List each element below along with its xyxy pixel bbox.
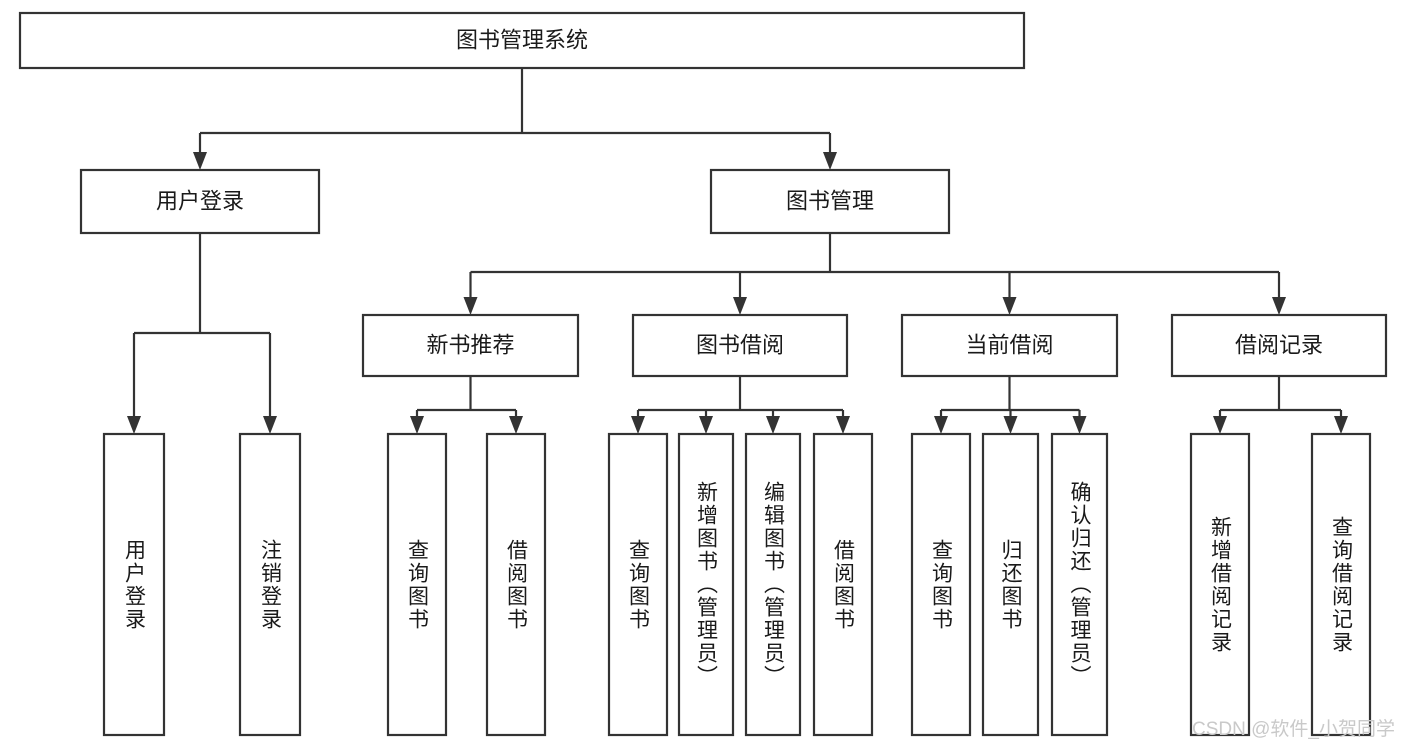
arrow-head-leaf-query-book-1 bbox=[410, 416, 424, 434]
arrow-head-book-borrow bbox=[733, 297, 747, 315]
arrow-head-leaf-logout bbox=[263, 416, 277, 434]
node-box-book-manage[interactable] bbox=[709, 168, 951, 235]
arrow-head-leaf-query-record bbox=[1334, 416, 1348, 434]
node-label-root: 图书管理系统 bbox=[456, 27, 588, 52]
node-box-new-book-recommend[interactable] bbox=[361, 313, 580, 378]
arrow-head-new-book-recommend bbox=[463, 297, 478, 315]
node-box-leaf-query-book-3[interactable] bbox=[910, 432, 972, 737]
arrow-head-leaf-user-login bbox=[127, 416, 141, 434]
watermark-text: CSDN @软件_小贺同学 bbox=[1192, 719, 1395, 740]
arrow-head-leaf-edit-book bbox=[766, 416, 780, 434]
node-label-borrow-record: 借阅记录 bbox=[1235, 332, 1323, 357]
arrow-head-leaf-borrow-book-1 bbox=[509, 416, 523, 434]
box-layer bbox=[18, 11, 1388, 737]
arrow-head-leaf-add-book bbox=[699, 416, 713, 434]
arrow-head-leaf-borrow-book-2 bbox=[836, 416, 850, 434]
arrow-head-leaf-add-record bbox=[1213, 416, 1227, 434]
node-label-book-borrow: 图书借阅 bbox=[696, 332, 784, 357]
node-box-leaf-edit-book[interactable] bbox=[744, 432, 802, 737]
arrow-head-leaf-confirm-return bbox=[1072, 416, 1087, 434]
arrow-head-leaf-query-book-3 bbox=[934, 416, 948, 434]
node-label-new-book-recommend: 新书推荐 bbox=[426, 332, 514, 357]
node-box-leaf-logout[interactable] bbox=[238, 432, 302, 737]
node-box-leaf-borrow-book-2[interactable] bbox=[812, 432, 874, 737]
node-box-leaf-add-record[interactable] bbox=[1189, 432, 1251, 737]
node-box-leaf-add-book[interactable] bbox=[677, 432, 735, 737]
node-box-borrow-record[interactable] bbox=[1170, 313, 1388, 378]
node-box-leaf-user-login[interactable] bbox=[102, 432, 166, 737]
arrow-head-user-login bbox=[193, 152, 207, 170]
node-box-current-borrow[interactable] bbox=[900, 313, 1119, 378]
node-label-user-login: 用户登录 bbox=[156, 188, 244, 213]
arrow-head-book-manage bbox=[823, 152, 837, 170]
node-box-leaf-query-book-2[interactable] bbox=[607, 432, 669, 737]
arrow-head-leaf-query-book-2 bbox=[631, 416, 645, 434]
arrow-head-leaf-return-book bbox=[1003, 416, 1018, 434]
connector-layer bbox=[127, 68, 1348, 434]
node-label-current-borrow: 当前借阅 bbox=[965, 332, 1053, 357]
node-box-root[interactable] bbox=[18, 11, 1026, 70]
arrow-head-current-borrow bbox=[1002, 297, 1017, 315]
arrow-head-borrow-record bbox=[1272, 297, 1286, 315]
node-box-leaf-query-record[interactable] bbox=[1310, 432, 1372, 737]
node-box-leaf-confirm-return[interactable] bbox=[1050, 432, 1109, 737]
node-label-book-manage: 图书管理 bbox=[786, 188, 874, 213]
node-box-user-login[interactable] bbox=[79, 168, 321, 235]
node-box-leaf-borrow-book-1[interactable] bbox=[485, 432, 547, 737]
node-box-book-borrow[interactable] bbox=[631, 313, 849, 378]
node-box-leaf-return-book[interactable] bbox=[981, 432, 1040, 737]
node-box-leaf-query-book-1[interactable] bbox=[386, 432, 448, 737]
